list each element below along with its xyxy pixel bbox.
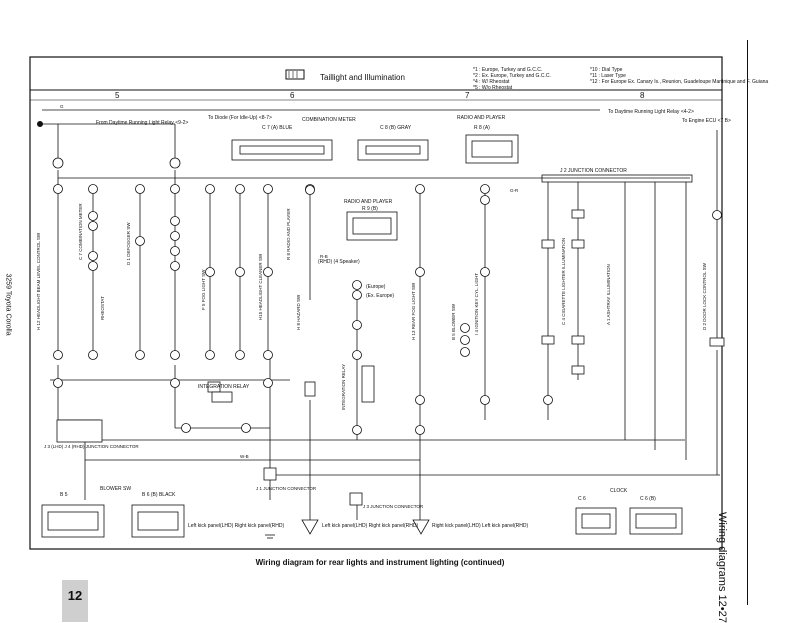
header-icon xyxy=(285,69,305,80)
note-4: *5 : W/o Rheostat xyxy=(473,85,513,91)
label-from-drl: From Daytime Running Light Relay <9-2> xyxy=(96,120,188,126)
label-j1-junction: J 1 JUNCTION CONNECTOR xyxy=(256,486,317,491)
label-r9: R 9 (B) xyxy=(362,206,378,212)
label-c6: C 6 xyxy=(578,496,586,502)
c6-connector xyxy=(575,507,617,535)
b6-connector xyxy=(131,504,185,538)
label-rheostat: RHEOSTAT xyxy=(100,296,105,320)
label-ignition-key: I 4 IGNITION KEY CYL. LIGHT xyxy=(474,273,479,335)
label-kick-3: Right kick panel(LHD) Left kick panel(RH… xyxy=(432,523,528,529)
label-fog-light-sw: F 5 FOG LIGHT SW xyxy=(201,269,206,310)
label-radio-mid: RADIO AND PLAYER xyxy=(344,199,393,205)
note-7: *12 : For Europe Ex. Canary Is., Reunion… xyxy=(590,79,768,85)
label-kick-1: Left kick panel(LHD) Right kick panel(RH… xyxy=(188,523,284,529)
label-to-drl-right: To Daytime Running Light Relay <4-2> xyxy=(608,109,694,115)
grid-8: 8 xyxy=(640,91,645,100)
grid-5: 5 xyxy=(115,91,120,100)
label-to-engine-ecu: To Engine ECU <7 B> xyxy=(682,118,731,124)
label-europe: (Europe) xyxy=(366,284,386,290)
c7-connector xyxy=(231,139,333,161)
figure-caption: Wiring diagram for rear lights and instr… xyxy=(255,558,505,567)
wire-color-gr: G-R xyxy=(510,188,519,193)
label-j3-lhd: J 3 (LHD) J 4 (RHD) JUNCTION CONNECTOR xyxy=(44,444,139,449)
c6b-connector xyxy=(629,507,683,535)
label-kick-2: Left kick panel(LHD) Right kick panel(RH… xyxy=(322,523,418,529)
label-blower-v: B 5 BLOWER SW xyxy=(451,303,456,340)
label-combination-meter-v: C 7 COMBINATION METER xyxy=(78,203,83,260)
label-headlight-cleaner-sw: H15 HEADLIGHT CLEANER SW xyxy=(258,253,263,320)
wire-color-g: G xyxy=(60,104,64,109)
label-r8: R 8 (A) xyxy=(474,125,490,131)
label-j2: J 2 JUNCTION CONNECTOR xyxy=(560,168,627,174)
margin-rule xyxy=(747,40,748,605)
c8-connector xyxy=(357,139,429,161)
label-combination-meter: COMBINATION METER xyxy=(302,117,356,123)
label-c7-blue: C 7 (A) BLUE xyxy=(262,125,293,131)
wire-color-rb: R-B xyxy=(320,254,328,259)
note-1: *1 : Europe, Turkey and G.C.C. xyxy=(473,67,542,73)
label-j3-junction: J 3 JUNCTION CONNECTOR xyxy=(363,504,424,509)
label-hazard-sw: H 8 HAZARD SW xyxy=(296,294,301,330)
side-label-right: Wiring diagrams 12•27 xyxy=(716,512,728,623)
header-title: Taillight and Illumination xyxy=(320,73,405,82)
note-5: *10 : Dial Type xyxy=(590,67,623,73)
label-b5: B 5 xyxy=(60,492,68,498)
label-blower-sw: BLOWER SW xyxy=(100,486,131,492)
page-number: 12 xyxy=(67,588,83,603)
inline-connectors xyxy=(56,209,725,506)
integration-relay-box xyxy=(211,391,233,403)
label-ashtray: A 1 ASHTRAY ILLUMINATION xyxy=(606,264,611,325)
label-cigarette-lighter: C 4 CIGARETTE LIGHTER ILLUMINATION xyxy=(561,238,566,325)
header-notes: *1 : Europe, Turkey and G.C.C. *2 : Ex. … xyxy=(473,67,768,91)
splice-point xyxy=(37,121,43,127)
note-3: *4 : W/ Rheostat xyxy=(473,79,510,85)
label-c8-gray: C 8 (B) GRAY xyxy=(380,125,412,131)
grid-6: 6 xyxy=(290,91,295,100)
connector-pins xyxy=(52,157,722,435)
grid-7: 7 xyxy=(465,91,470,100)
label-b6-black: B 6 (B) BLACK xyxy=(142,492,176,498)
label-rhd-speaker: (RHD) (4 Speaker) xyxy=(318,259,360,265)
b5-connector xyxy=(41,504,105,538)
page-number-tab: 12 xyxy=(62,580,88,622)
label-integration-relay-b: INTEGRATION RELAY xyxy=(341,364,346,410)
note-6: *11 : Laser Type xyxy=(590,73,626,79)
label-to-diode: To Diode (For Idle-Up) <8-7> xyxy=(208,115,272,121)
label-integration-relay-a: INTEGRATION RELAY xyxy=(198,384,250,390)
ground-symbols xyxy=(265,519,430,539)
integration-relay-b-box xyxy=(361,365,375,403)
label-headlight-beam: H 12 HEADLIGHT BEAM LEVEL CONTROL SW xyxy=(36,232,41,330)
r8-connector xyxy=(465,134,519,164)
side-label-left: 3259 Toyota Corolla xyxy=(4,273,12,336)
label-defogger-sw: D 1 DEFOGGER SW xyxy=(126,222,131,265)
label-door-lock: D 2 DOOR LOCK CONTROL SW xyxy=(702,262,707,330)
wire-color-wb: W-B xyxy=(240,454,249,459)
label-radio-top: RADIO AND PLAYER xyxy=(457,115,506,121)
label-c6b: C 6 (B) xyxy=(640,496,656,502)
diagram-frame xyxy=(29,56,723,550)
label-radio-player-v: R 8 RADIO AND PLAYER xyxy=(286,208,291,260)
label-rear-fog: H 13 REAR FOG LIGHT SW xyxy=(411,282,416,340)
r9-connector xyxy=(346,211,398,241)
label-clock: CLOCK xyxy=(610,488,628,494)
note-2: *2 : Ex. Europe, Turkey and G.C.C. xyxy=(473,73,551,79)
label-ex-europe: (Ex. Europe) xyxy=(366,293,394,299)
